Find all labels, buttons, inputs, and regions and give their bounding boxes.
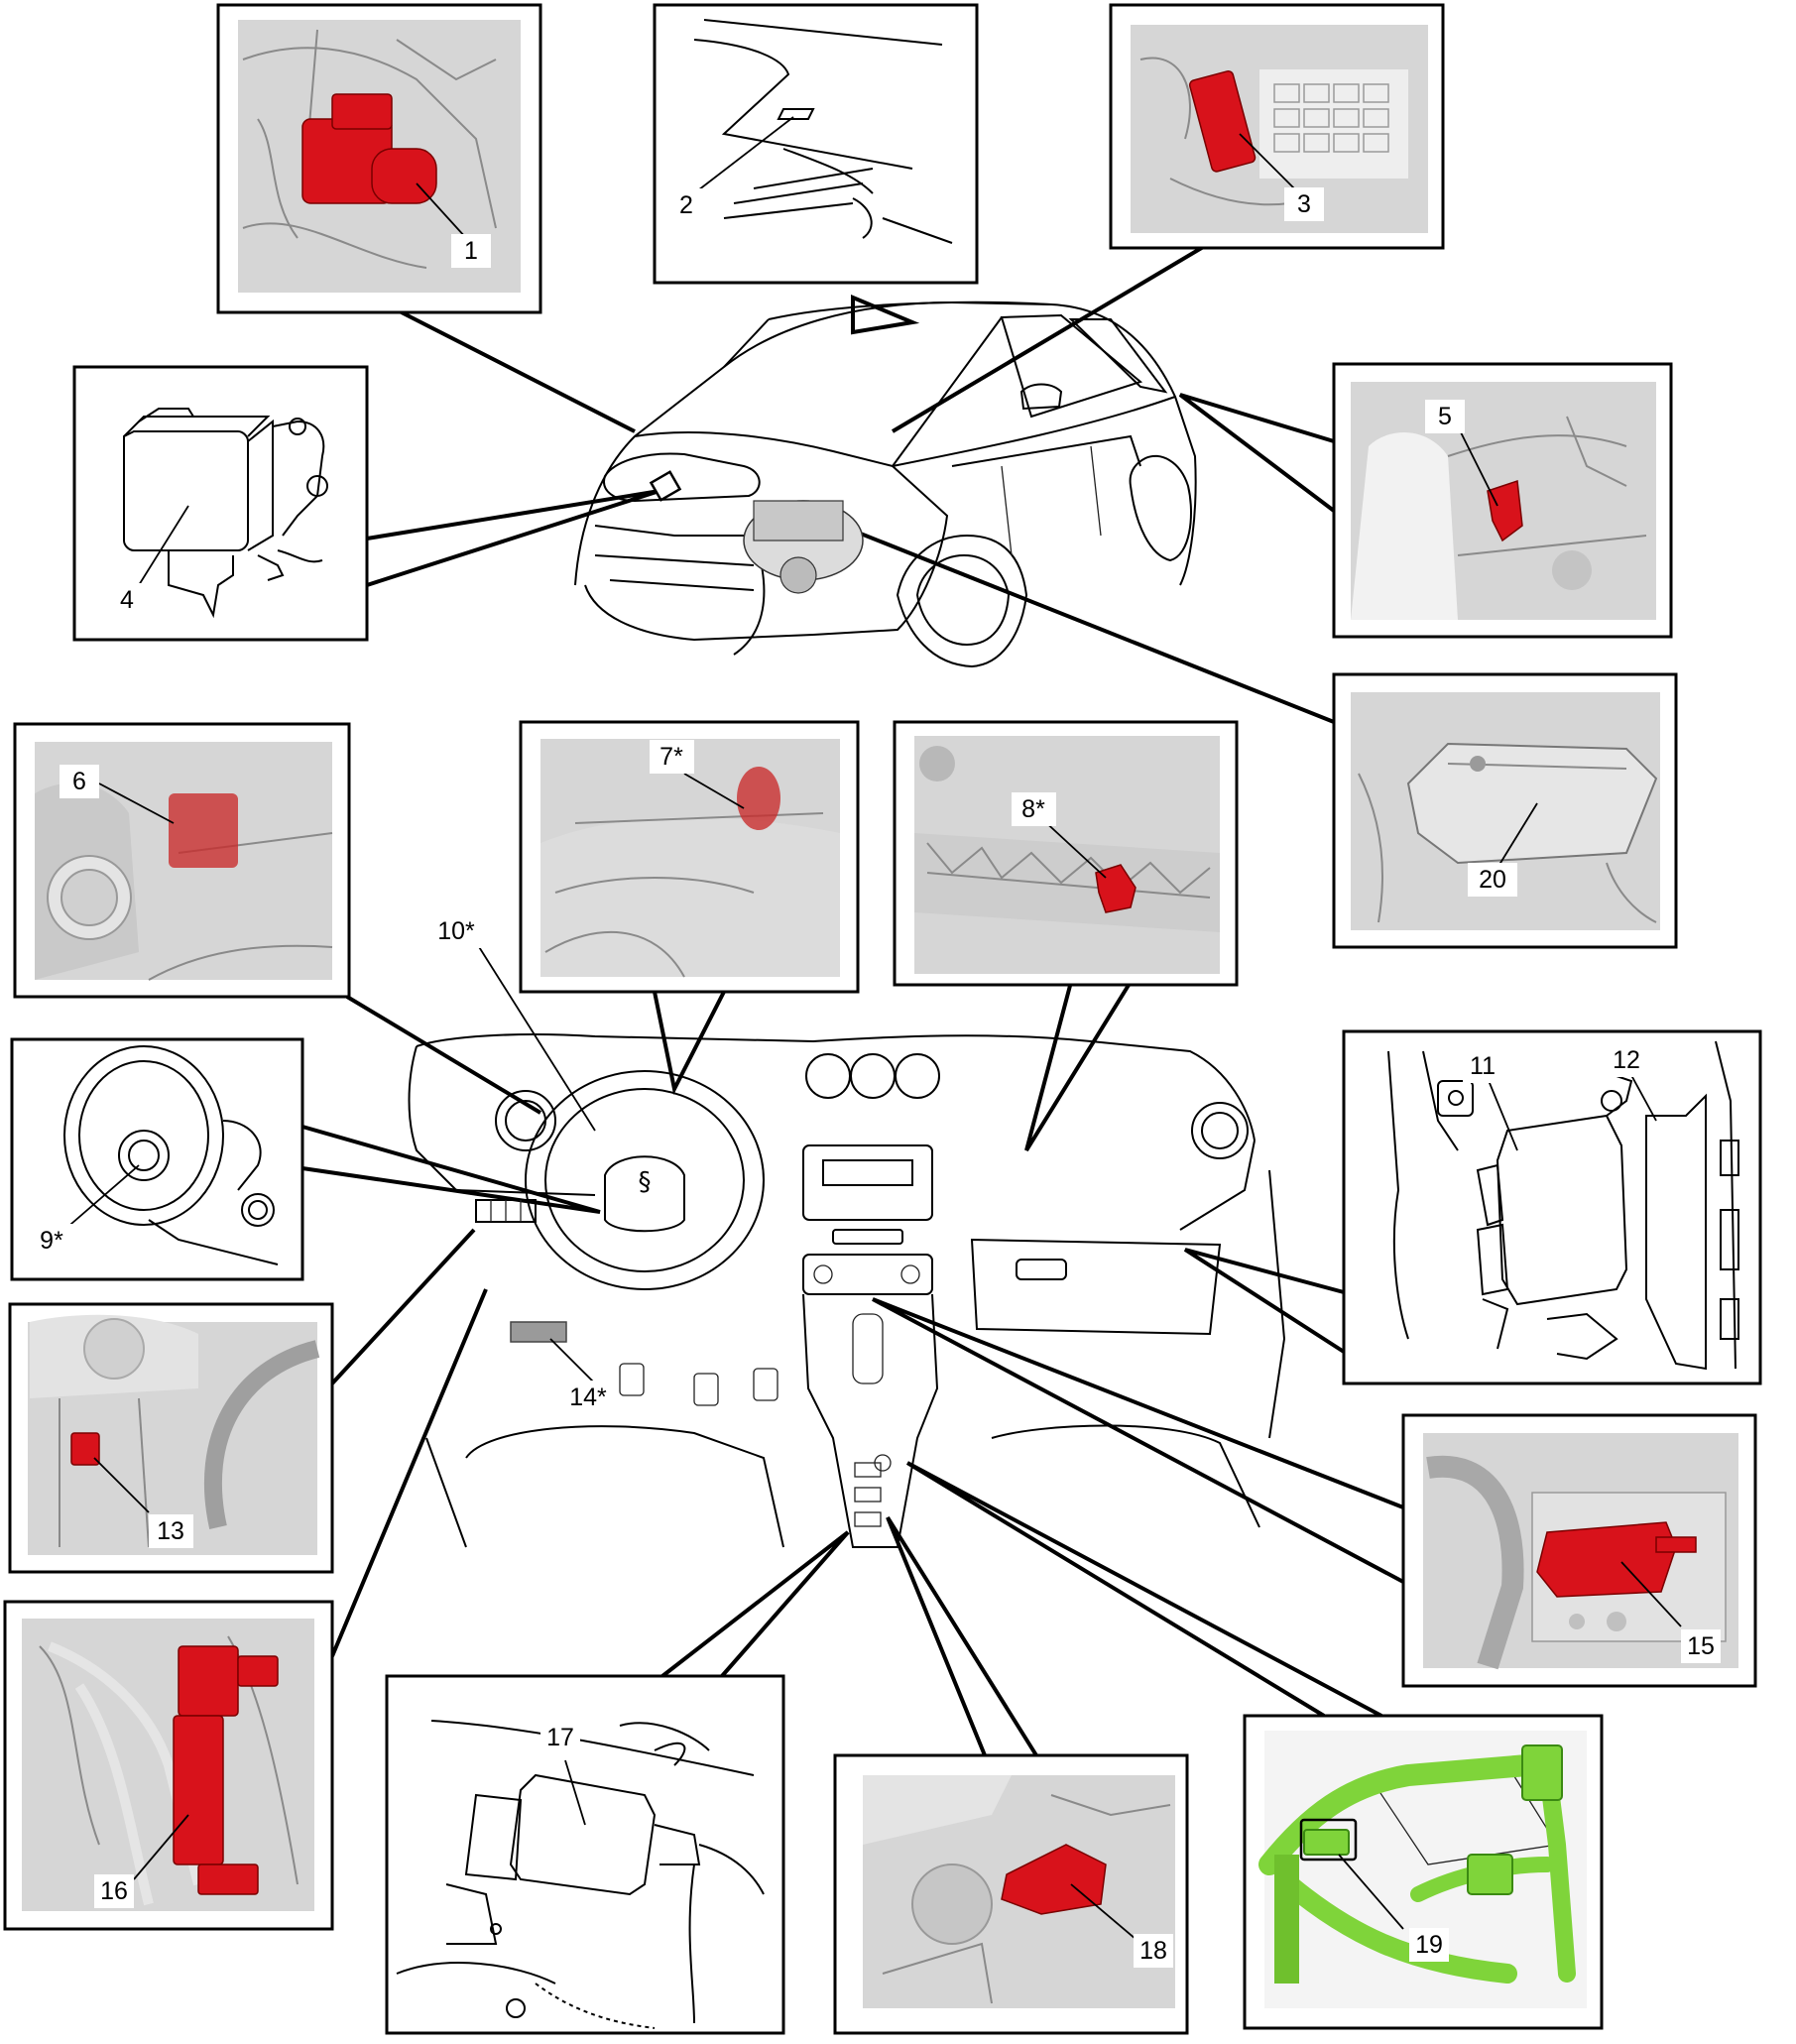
callout-3: 3 <box>1297 190 1311 218</box>
leader-11-12 <box>1183 1248 1346 1354</box>
leader-20 <box>802 509 1335 724</box>
panel-item-16: 16 <box>3 1600 334 1931</box>
callout-11: 11 <box>1470 1052 1496 1080</box>
lower-dash-relay-red <box>70 1432 100 1466</box>
panel-item-13: 13 <box>8 1302 334 1574</box>
callout-8: 8* <box>1021 795 1045 823</box>
module-14-marker <box>510 1321 567 1343</box>
callout-10: 10* <box>437 917 475 945</box>
leader-lines <box>301 244 1404 1757</box>
interior-callouts: 10* 14* <box>431 914 613 1414</box>
steering-wheel-badge-icon: § <box>639 1167 652 1197</box>
abs-unit-marker <box>649 470 682 502</box>
leader-19 <box>905 1461 1382 1718</box>
callout-18: 18 <box>1139 1937 1167 1965</box>
panel-item-3: 3 <box>1109 3 1445 250</box>
callout-2: 2 <box>679 191 693 219</box>
leader-1 <box>391 305 636 433</box>
callout-12: 12 <box>1613 1046 1640 1074</box>
cluster-module-red <box>737 767 780 830</box>
leader-3 <box>891 244 1207 433</box>
leader-13 <box>330 1228 476 1385</box>
panel-item-18: 18 <box>833 1753 1189 2035</box>
leader-2 <box>851 295 920 335</box>
panel-item-20: 20 <box>1332 672 1678 949</box>
rear-module-red <box>1487 479 1523 542</box>
leader-7 <box>653 991 726 1096</box>
panel-item-1: 1 <box>216 3 542 314</box>
leader-9 <box>301 1125 601 1214</box>
panel-item-8: 8* <box>893 720 1239 987</box>
vehicle-exterior-drawing <box>574 301 1197 668</box>
panel-item-5: 5 <box>1332 362 1673 639</box>
callout-14: 14* <box>569 1383 607 1411</box>
callout-19: 19 <box>1415 1931 1443 1959</box>
panel-item-9: 9* <box>10 1037 304 1281</box>
panel-item-7: 7* <box>519 720 860 994</box>
leader-16 <box>330 1288 488 1657</box>
panel-item-19: 19 <box>1243 1714 1604 2030</box>
leader-18 <box>886 1515 1038 1757</box>
leader-6 <box>345 995 542 1115</box>
panel-item-15: 15 <box>1401 1413 1757 1688</box>
panel-item-17: 17 <box>385 1674 785 2035</box>
fuse-relay-red <box>1188 70 1257 173</box>
leader-17 <box>660 1530 850 1678</box>
connector-19-outline <box>1299 1818 1358 1862</box>
callout-13: 13 <box>157 1517 184 1545</box>
callout-16: 16 <box>100 1877 128 1905</box>
leader-8 <box>1024 980 1133 1152</box>
callout-1: 1 <box>464 237 478 265</box>
callout-6: 6 <box>72 768 86 795</box>
panel-item-6: 6 <box>13 722 351 999</box>
callout-7: 7* <box>659 743 683 771</box>
panel-item-4: 4 <box>72 365 369 642</box>
callout-15: 15 <box>1687 1632 1715 1660</box>
callout-20: 20 <box>1479 866 1506 894</box>
junction-box-red <box>178 1645 239 1717</box>
vehicle-interior-drawing: § <box>408 1033 1286 1548</box>
leader-15 <box>872 1297 1404 1584</box>
audio-unit-red <box>1536 1521 1677 1598</box>
callout-9: 9* <box>40 1227 63 1255</box>
console-module-red <box>1001 1844 1107 1915</box>
leader-4 <box>366 489 660 587</box>
engine-bay-view <box>743 500 864 594</box>
panel-item-2: 2 <box>653 3 979 285</box>
callout-5: 5 <box>1438 403 1452 430</box>
callout-17: 17 <box>546 1724 574 1751</box>
leader-5 <box>1178 393 1336 513</box>
panel-item-11-12: 11 12 <box>1342 1029 1762 1385</box>
callout-4: 4 <box>120 586 134 614</box>
dash-module-red <box>169 793 238 868</box>
